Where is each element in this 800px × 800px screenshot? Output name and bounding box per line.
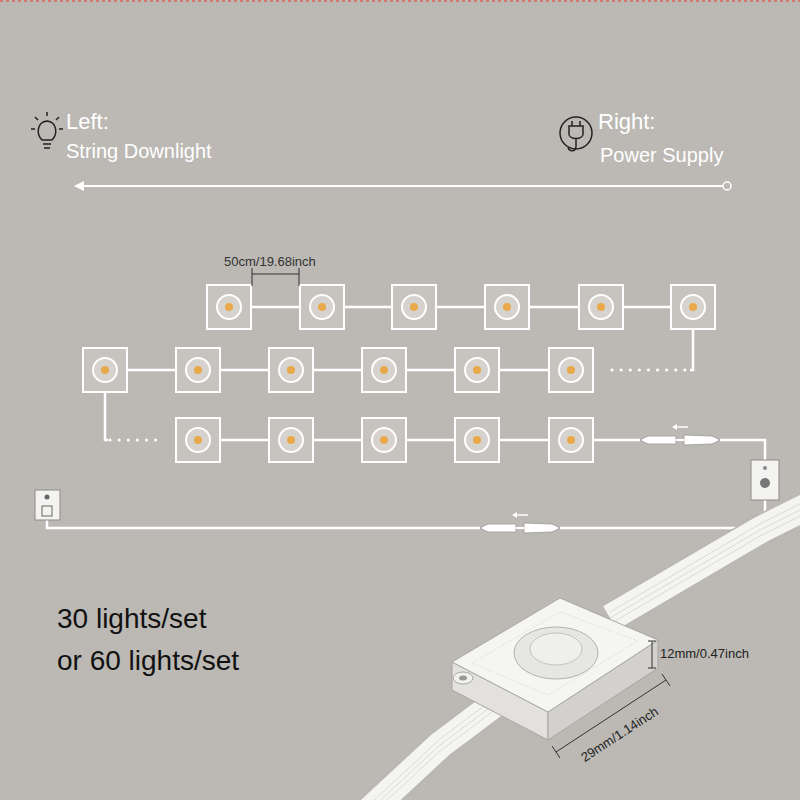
led-module — [176, 348, 220, 392]
set-count: or 60 lights/set — [57, 645, 239, 677]
wire-connector — [640, 424, 720, 445]
wire — [105, 392, 108, 440]
led-module — [362, 418, 406, 462]
led-module — [362, 348, 406, 392]
side-caption: String Downlight — [66, 140, 212, 163]
led-module — [485, 285, 529, 329]
dimension-label: 12mm/0.47inch — [660, 647, 749, 662]
led-module — [269, 348, 313, 392]
led-module — [671, 285, 715, 329]
led-module — [207, 285, 251, 329]
side-caption: Power Supply — [600, 144, 723, 167]
led-module — [176, 418, 220, 462]
led-module — [269, 418, 313, 462]
side-heading: Left: — [66, 109, 109, 134]
dotted-continuation — [612, 369, 688, 372]
set-count: 30 lights/set — [57, 603, 206, 635]
led-module — [549, 418, 593, 462]
led-module — [83, 348, 127, 392]
arrow-head — [74, 181, 84, 191]
wire-connector — [480, 512, 560, 533]
led-module — [455, 348, 499, 392]
line-end — [723, 182, 731, 190]
wire — [690, 329, 693, 370]
wire — [47, 520, 480, 528]
side-heading: Right: — [598, 109, 655, 134]
module-closeup — [370, 499, 800, 800]
controller-box — [751, 460, 779, 500]
led-module — [549, 348, 593, 392]
plug-icon — [560, 117, 592, 151]
dimension-label: 29mm/1.14inch — [579, 705, 662, 766]
led-module — [455, 418, 499, 462]
direction-line — [82, 185, 723, 187]
top-edge — [0, 0, 800, 2]
led-module — [300, 285, 344, 329]
led-module — [392, 285, 436, 329]
wire — [560, 500, 765, 528]
wires — [47, 307, 765, 528]
led-module — [579, 285, 623, 329]
wire — [720, 440, 765, 460]
dimension-label: 50cm/19.68inch — [224, 255, 316, 270]
power-plug — [35, 490, 60, 520]
spacing-bracket — [252, 268, 299, 286]
dotted-continuation — [110, 439, 158, 442]
led-modules — [83, 285, 715, 462]
bulb-icon — [31, 112, 63, 148]
wire — [105, 369, 571, 372]
